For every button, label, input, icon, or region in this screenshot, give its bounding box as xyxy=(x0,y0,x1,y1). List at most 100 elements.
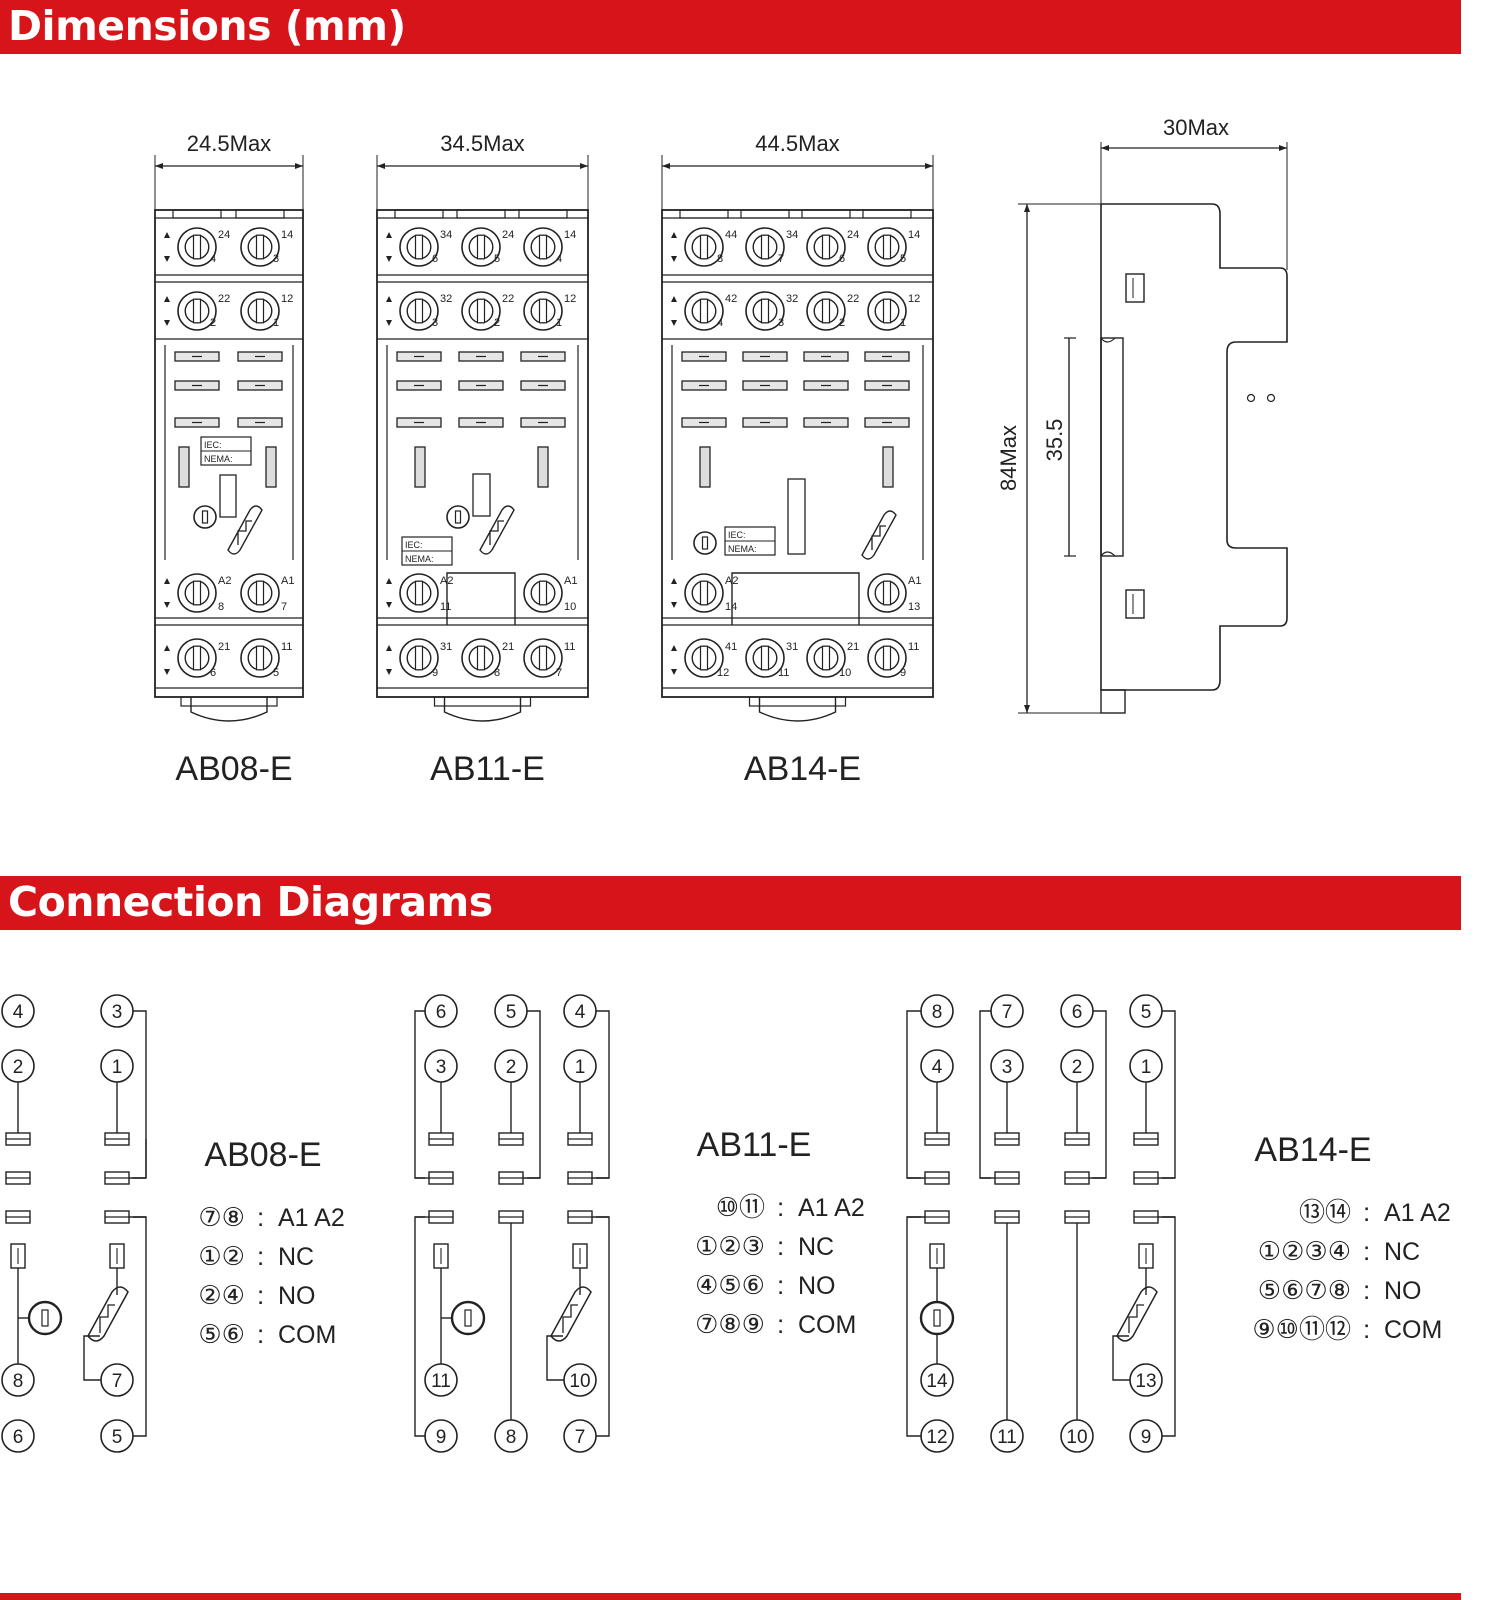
pin-circle xyxy=(1,1419,35,1453)
screw-slot xyxy=(821,298,831,324)
arrow-up-icon xyxy=(386,645,392,651)
screw-slot xyxy=(760,234,770,260)
arrow-up-icon xyxy=(386,296,392,302)
pin-number: 1 xyxy=(112,1057,123,1078)
terminal-number-label: 34 xyxy=(786,229,798,241)
terminal-number-label: A1 xyxy=(908,575,921,587)
arrow-up-icon xyxy=(164,232,170,238)
arrow-down-icon xyxy=(671,602,677,608)
terminal-number-label: A2 xyxy=(218,575,231,587)
legend-separator: : xyxy=(257,1319,264,1349)
pin-circle xyxy=(1,1363,35,1397)
pin-number: 4 xyxy=(575,1002,586,1023)
center-post xyxy=(787,478,806,555)
connection-wire xyxy=(1162,1010,1176,1179)
arrow-down-icon xyxy=(164,602,170,608)
legend-value: A1 A2 xyxy=(1384,1199,1451,1227)
connections-banner: Connection Diagrams xyxy=(0,876,1461,930)
arrow-up-icon xyxy=(671,296,677,302)
side-slot xyxy=(1125,273,1145,303)
terminal-number-label: 4 xyxy=(210,253,216,265)
terminal-number-label: 10 xyxy=(839,667,851,679)
legend-separator: : xyxy=(257,1202,264,1232)
arrow-head xyxy=(1024,705,1030,713)
pin-number: 8 xyxy=(13,1371,24,1392)
latch-slot xyxy=(699,446,711,488)
legend-separator: : xyxy=(1363,1197,1370,1227)
retaining-clip xyxy=(443,697,522,722)
arrow-down-icon xyxy=(386,320,392,326)
legend-value: NC xyxy=(798,1233,834,1261)
connections-title: Connection Diagrams xyxy=(8,878,493,926)
pin-number: 10 xyxy=(1066,1427,1087,1448)
terminal-number-label: 8 xyxy=(218,601,224,613)
pin-number: 5 xyxy=(112,1427,123,1448)
arrow-down-icon xyxy=(164,256,170,262)
connection-wire xyxy=(906,1216,921,1437)
arrow-down-icon xyxy=(164,320,170,326)
release-tab xyxy=(1100,689,1126,714)
terminal-number-label: 4 xyxy=(717,317,723,329)
latch-slot xyxy=(882,446,894,488)
terminal-number-label: 31 xyxy=(440,641,452,653)
top-tab xyxy=(801,209,851,219)
led-mark xyxy=(454,510,462,524)
screw-slot xyxy=(882,580,892,606)
arrow-head xyxy=(925,163,933,169)
terminal-number-label: 9 xyxy=(900,667,906,679)
screw-slot xyxy=(882,234,892,260)
socket-model-label: AB14-E xyxy=(744,750,861,788)
connection-wire xyxy=(979,1010,991,1179)
arrow-up-icon xyxy=(671,645,677,651)
pin-number: 8 xyxy=(506,1427,517,1448)
terminal-number-label: 7 xyxy=(281,601,287,613)
pin-number: 3 xyxy=(436,1057,447,1078)
terminal-number-label: 42 xyxy=(725,293,737,305)
diode-symbol-icon xyxy=(87,1286,129,1342)
terminal-number-label: 2 xyxy=(494,317,500,329)
legend-value: A1 A2 xyxy=(278,1204,345,1232)
screw-slot xyxy=(476,234,486,260)
terminal-number-label: 2 xyxy=(839,317,845,329)
pin-number: 4 xyxy=(932,1057,943,1078)
terminal-number-label: 24 xyxy=(502,229,514,241)
terminal-number-label: 21 xyxy=(502,641,514,653)
center-post xyxy=(219,474,237,518)
center-post xyxy=(472,473,491,517)
screw-slot xyxy=(699,645,709,671)
legend-pins: ⑨⑩⑪⑫ xyxy=(1252,1314,1351,1344)
iec-text: IEC: xyxy=(204,440,222,450)
legend-separator: : xyxy=(777,1309,784,1339)
terminal-number-label: 8 xyxy=(494,667,500,679)
socket-AB14: 44.5Max448347246145424323222121A214A1134… xyxy=(661,131,934,788)
terminal-number-label: 22 xyxy=(218,293,230,305)
iec-text: IEC: xyxy=(405,540,423,550)
diode-symbol-icon xyxy=(1116,1286,1158,1342)
screw-slot xyxy=(192,298,202,324)
socket-AB11: 34.5Max346245144323222121A211A1103192181… xyxy=(376,131,589,788)
nema-text: NEMA: xyxy=(728,544,757,554)
connection-wire xyxy=(527,1010,541,1179)
terminal-number-label: 9 xyxy=(432,667,438,679)
legend-separator: : xyxy=(257,1241,264,1271)
diode-symbol xyxy=(871,525,886,550)
terminal-number-label: 7 xyxy=(778,253,784,265)
terminal-number-label: 6 xyxy=(432,253,438,265)
pin-number: 2 xyxy=(506,1057,517,1078)
connection-wire xyxy=(596,1010,610,1179)
mount-hole xyxy=(1266,393,1276,403)
legend-pins: ①②③④ xyxy=(1258,1236,1351,1266)
pin-number: 9 xyxy=(1141,1427,1152,1448)
terminal-number-label: A1 xyxy=(564,575,577,587)
terminal-number-label: 11 xyxy=(564,641,575,653)
terminal-number-label: 21 xyxy=(847,641,859,653)
diagram-model-label: AB14-E xyxy=(1254,1131,1371,1169)
retaining-clip xyxy=(758,697,837,722)
terminal-number-label: 14 xyxy=(564,229,576,241)
terminal-number-label: 7 xyxy=(556,667,562,679)
connection-wire xyxy=(414,1010,425,1179)
clip-hooks xyxy=(1100,337,1116,557)
